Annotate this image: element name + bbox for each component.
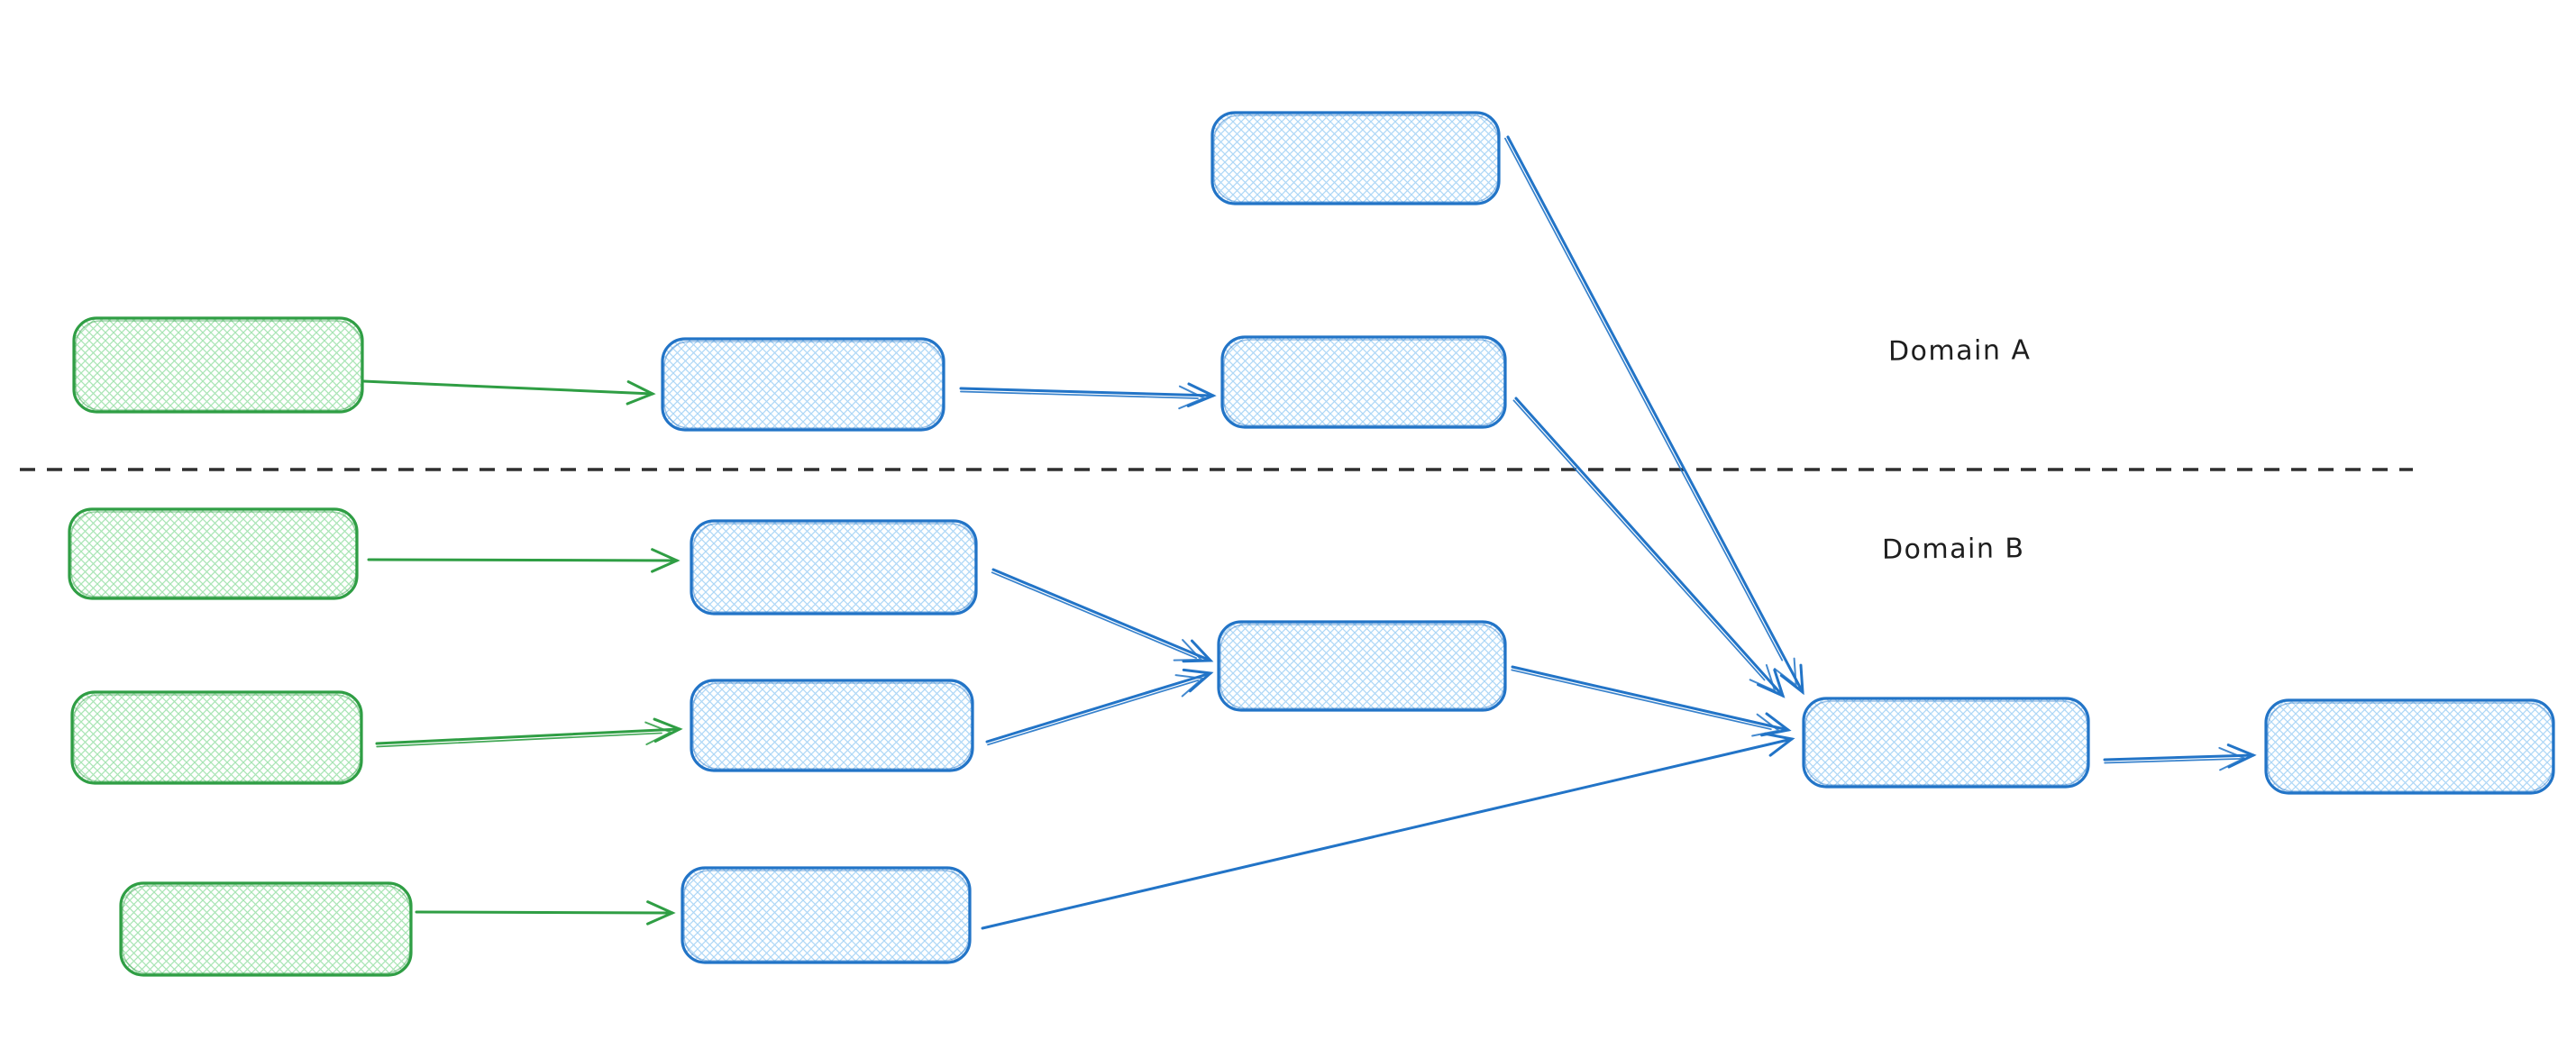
node-box-join (1802, 697, 2090, 789)
node-box-b3-source (119, 881, 413, 977)
node-box-a-stage2 (1220, 335, 1507, 429)
arrow-a-source-to-stage1 (361, 379, 656, 406)
node-box-a-top (1210, 111, 1501, 205)
node-box-b2-stage (690, 679, 974, 772)
arrow-b1-stage-to-merge (991, 568, 1214, 663)
domain-b-label: Domain B (1881, 533, 2025, 566)
domain-a-label: Domain A (1887, 334, 2032, 368)
arrow-a-top-to-join (1504, 135, 1804, 696)
arrow-a-stage1-to-stage2 (959, 382, 1217, 410)
node-box-final (2264, 698, 2555, 795)
node-box-a-source (72, 316, 364, 414)
node-box-b1-source (68, 507, 359, 600)
arrow-b-merge-to-join (1511, 665, 1792, 737)
arrow-join-to-final (2103, 743, 2257, 771)
arrow-b2-stage-to-merge (985, 668, 1214, 746)
arrow-b3-source-to-stage (415, 900, 676, 926)
node-box-b1-stage (690, 519, 978, 616)
node-box-b-merge (1217, 620, 1507, 712)
arrow-a-stage2-to-join (1512, 397, 1786, 698)
arrow-b2-source-to-stage (375, 717, 683, 748)
node-box-a-stage1 (661, 337, 945, 432)
node-box-b3-stage (681, 866, 972, 964)
arrow-b1-source-to-stage (367, 548, 681, 573)
node-box-b2-source (70, 690, 363, 785)
arrow-b3-stage-to-join (981, 732, 1795, 930)
